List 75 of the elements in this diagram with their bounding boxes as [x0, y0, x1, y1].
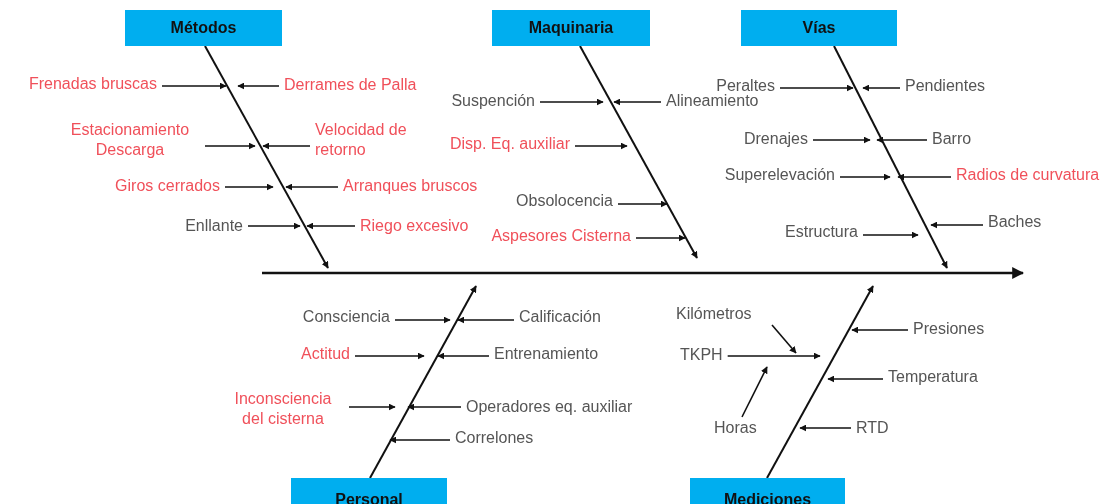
- bone-arrow: [204, 45, 329, 269]
- cause-label: Aspesores Cisterna: [491, 226, 631, 246]
- arrow: [204, 142, 256, 150]
- cause-label: Presiones: [913, 319, 985, 339]
- cause-label: Entrenamiento: [494, 344, 599, 364]
- arrow: [897, 173, 952, 181]
- cause-label: Baches: [988, 212, 1042, 232]
- cause-label: Horas: [714, 418, 757, 438]
- bone-arrow: [579, 45, 698, 259]
- cause-label: Inconsciencia del cisterna: [222, 389, 344, 429]
- cause-label: Suspención: [451, 91, 535, 111]
- category-box: Vías: [741, 10, 897, 46]
- cause-label: Arranques bruscos: [343, 176, 478, 196]
- cause-label: Radios de curvatura: [956, 165, 1100, 185]
- bone-arrow: [766, 285, 874, 479]
- arrow: [613, 98, 662, 106]
- cause-label: RTD: [856, 418, 889, 438]
- arrow: [407, 403, 462, 411]
- cause-label: Temperatura: [888, 367, 978, 387]
- cause-label: Correlones: [455, 428, 534, 448]
- arrow: [635, 234, 686, 242]
- arrow: [839, 173, 891, 181]
- arrow: [779, 84, 854, 92]
- arrow: [771, 324, 797, 354]
- cause-label: TKPH: [680, 345, 723, 365]
- cause-label: Drenajes: [743, 129, 808, 149]
- cause-label: Frenadas bruscas: [28, 74, 157, 94]
- arrow: [306, 222, 356, 230]
- cause-label: Riego excesivo: [360, 216, 469, 236]
- arrow: [574, 142, 628, 150]
- cause-label: Calificación: [519, 307, 601, 327]
- arrow: [262, 142, 311, 150]
- cause-label: Superelevación: [724, 165, 835, 185]
- category-box: Métodos: [125, 10, 282, 46]
- arrow: [862, 84, 901, 92]
- arrow: [726, 352, 821, 360]
- arrow: [457, 316, 515, 324]
- arrow: [389, 436, 451, 444]
- cause-label: Alineamiento: [666, 91, 759, 111]
- arrow: [876, 136, 928, 144]
- arrow: [348, 403, 396, 411]
- cause-label: Actitud: [301, 344, 350, 364]
- arrow: [799, 424, 852, 432]
- cause-label: Enllante: [185, 216, 243, 236]
- bone-arrow: [369, 285, 477, 479]
- arrow: [437, 352, 490, 360]
- arrow: [237, 82, 280, 90]
- arrow: [741, 366, 768, 418]
- cause-label: Estructura: [785, 222, 858, 242]
- arrow: [247, 222, 301, 230]
- arrow: [851, 326, 909, 334]
- arrow: [161, 82, 227, 90]
- cause-label: Obsolocencia: [516, 191, 613, 211]
- cause-label: Estacionamiento Descarga: [60, 120, 200, 160]
- cause-label: Consciencia: [302, 307, 390, 327]
- arrow: [617, 200, 668, 208]
- arrow: [285, 183, 339, 191]
- arrow: [354, 352, 425, 360]
- arrow: [539, 98, 604, 106]
- cause-label: Velocidad de retorno: [315, 120, 407, 160]
- arrow: [812, 136, 871, 144]
- cause-label: Pendientes: [905, 76, 986, 96]
- category-box: Maquinaria: [492, 10, 650, 46]
- arrow: [827, 375, 884, 383]
- arrow: [394, 316, 451, 324]
- arrow: [224, 183, 274, 191]
- cause-label: Disp. Eq. auxiliar: [449, 134, 570, 154]
- arrow: [862, 231, 919, 239]
- cause-label: Derrames de Palla: [284, 75, 417, 95]
- arrow: [930, 221, 984, 229]
- cause-label: Operadores eq. auxiliar: [466, 397, 633, 417]
- bone-arrow: [833, 45, 948, 269]
- cause-label: Barro: [932, 129, 972, 149]
- cause-label: Kilómetros: [676, 304, 752, 324]
- cause-label: Giros cerrados: [115, 176, 220, 196]
